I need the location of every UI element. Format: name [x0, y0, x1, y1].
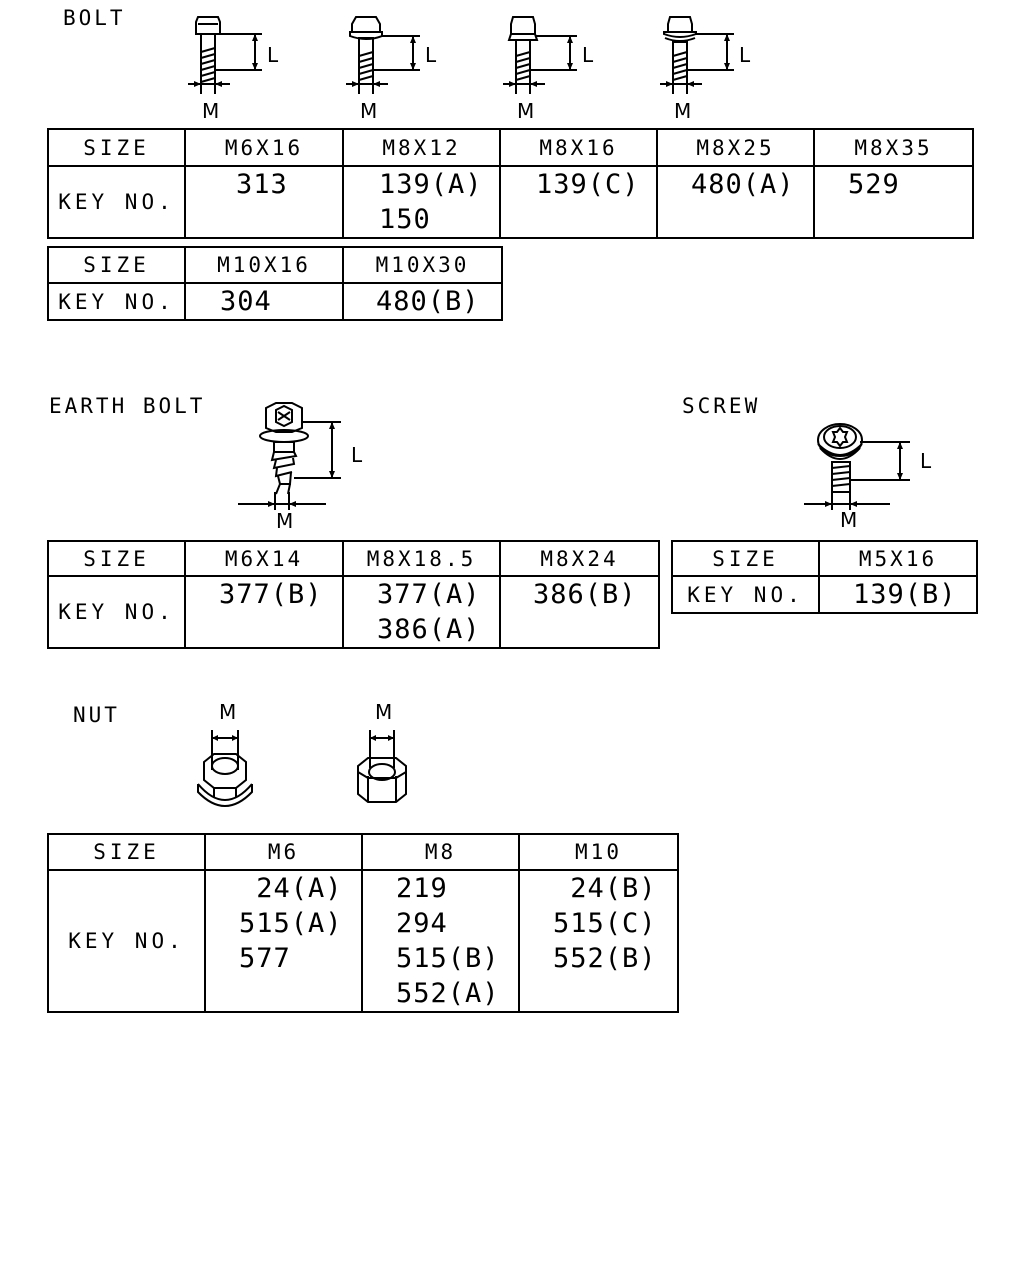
key-no-cell: 139(C)	[499, 165, 658, 239]
bolt-drawing-3: L M	[503, 16, 594, 123]
size-cell: M10X16	[184, 246, 344, 284]
screw-dim-m-label: M	[840, 508, 857, 532]
earth-bolt-drawing: L M	[238, 402, 363, 533]
size-cell: M8X12	[342, 128, 501, 167]
size-cell: M8X35	[813, 128, 974, 167]
nut-dim-m-label: M	[219, 700, 236, 724]
earth-bolt-size-table: SIZE M6X14 M8X18.5 M8X24 KEY NO. 377(B) …	[47, 540, 660, 649]
size-cell: M8X24	[499, 540, 660, 577]
size-cell: M8X18.5	[342, 540, 501, 577]
bolt-dim-l-label: L	[425, 43, 437, 67]
key-no-cell: 304	[184, 282, 344, 321]
size-cell: M10X30	[342, 246, 503, 284]
screw-size-table: SIZE M5X16 KEY NO. 139(B)	[671, 540, 978, 614]
hex-nut-drawing: M	[357, 700, 407, 803]
size-cell: M6X16	[184, 128, 344, 167]
bolt-dim-m-label: M	[517, 99, 534, 123]
bolt-dim-l-label: L	[582, 43, 594, 67]
bolt-dim-m-label: M	[360, 99, 377, 123]
earth-bolt-dim-l-label: L	[351, 443, 363, 467]
bolt-dim-m-label: M	[674, 99, 691, 123]
nut-size-table: SIZE M6 M8 M10 KEY NO. 24(A) 515(A) 577 …	[47, 833, 679, 1013]
size-cell: M6X14	[184, 540, 344, 577]
screw-drawing: L M	[804, 423, 932, 532]
key-no-cell: 529	[813, 165, 974, 239]
key-no-cell: 377(B)	[184, 575, 344, 649]
key-no-cell: 377(A) 386(A)	[342, 575, 501, 649]
key-no-cell: 480(B)	[342, 282, 503, 321]
key-no-cell: 24(B) 515(C) 552(B)	[518, 869, 679, 1013]
bolt-dim-m-label: M	[202, 99, 219, 123]
size-cell: M6	[204, 833, 363, 871]
bolt-dim-l-label: L	[739, 43, 751, 67]
size-cell: M8X25	[656, 128, 815, 167]
key-no-cell: 139(B)	[818, 575, 978, 614]
size-cell: M5X16	[818, 540, 978, 577]
nut-section-title: NUT	[73, 703, 120, 727]
key-no-cell: 139(A) 150	[342, 165, 501, 239]
key-no-label: KEY NO.	[47, 575, 186, 649]
bolt-drawing-2: L M	[346, 16, 437, 123]
size-cell: M8	[361, 833, 520, 871]
size-cell: M8X16	[499, 128, 658, 167]
key-no-label: KEY NO.	[47, 165, 186, 239]
key-no-cell: 313	[184, 165, 344, 239]
bolt-section-title: BOLT	[63, 6, 126, 30]
bolt-size-table-2: SIZE M10X16 M10X30 KEY NO. 304 480(B)	[47, 246, 503, 321]
bolt-drawing-1: L M	[188, 16, 279, 123]
size-label: SIZE	[47, 246, 186, 284]
key-no-cell: 24(A) 515(A) 577	[204, 869, 363, 1013]
size-label: SIZE	[47, 128, 186, 167]
nut-dim-m-label: M	[375, 700, 392, 724]
screw-dim-l-label: L	[920, 449, 932, 473]
earth-bolt-section-title: EARTH BOLT	[49, 394, 206, 418]
size-cell: M10	[518, 833, 679, 871]
bolt-drawing-4: L M	[660, 16, 751, 123]
size-label: SIZE	[47, 833, 206, 871]
screw-section-title: SCREW	[682, 394, 761, 418]
key-no-label: KEY NO.	[47, 282, 186, 321]
key-no-cell: 386(B)	[499, 575, 660, 649]
earth-bolt-dim-m-label: M	[276, 509, 293, 533]
bolt-dim-l-label: L	[267, 43, 279, 67]
bolt-size-table-1: SIZE M6X16 M8X12 M8X16 M8X25 M8X35 KEY N…	[47, 128, 974, 239]
key-no-label: KEY NO.	[671, 575, 820, 614]
key-no-cell: 480(A)	[656, 165, 815, 239]
key-no-label: KEY NO.	[47, 869, 206, 1013]
size-label: SIZE	[671, 540, 820, 577]
flange-nut-drawing: M	[197, 700, 253, 807]
size-label: SIZE	[47, 540, 186, 577]
key-no-cell: 219 294 515(B) 552(A)	[361, 869, 520, 1013]
